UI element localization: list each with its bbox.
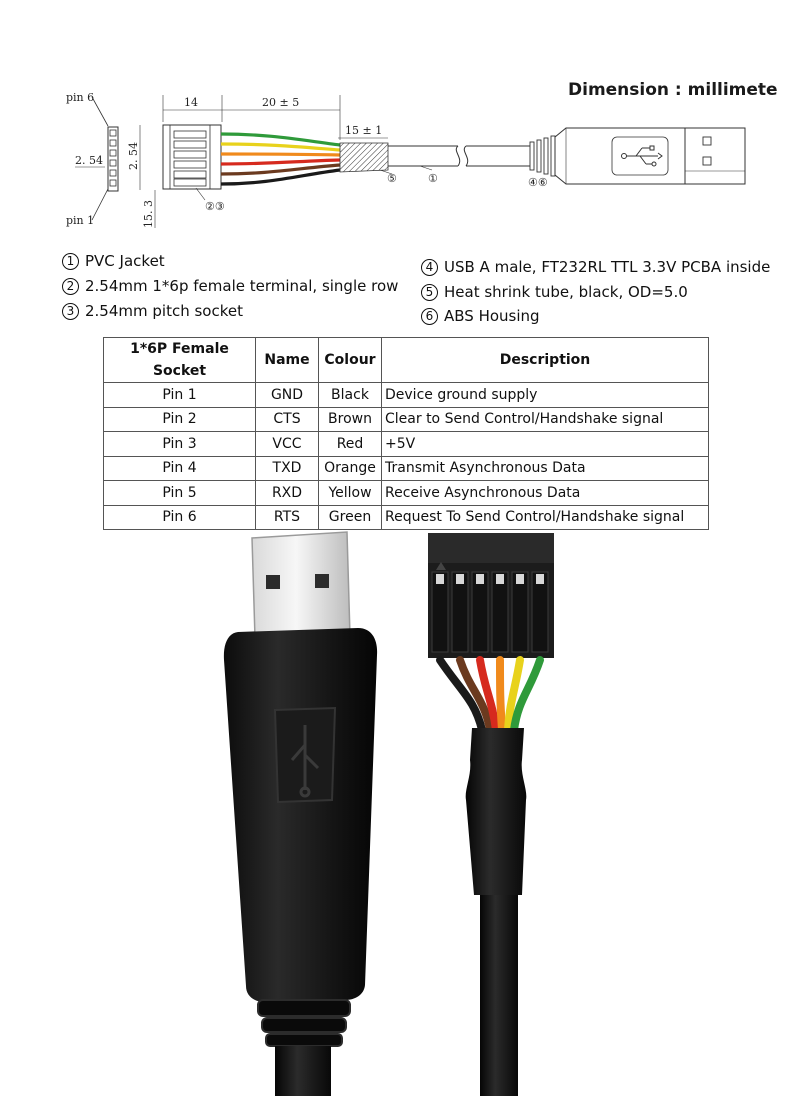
callout-number: 3 [62, 302, 79, 320]
pin6-label: pin 6 [66, 91, 94, 104]
cell-name: GND [255, 382, 319, 408]
table-row: Pin 2 CTS Brown Clear to Send Control/Ha… [103, 406, 709, 432]
usb-housing [223, 628, 378, 1096]
female-socket [428, 533, 554, 658]
header-colour: Colour [318, 337, 382, 383]
callout-number: 5 [421, 283, 438, 301]
cell-pin: Pin 4 [103, 455, 256, 481]
callout-number: 1 [62, 252, 79, 270]
cable [480, 895, 518, 1096]
legend-text: USB A male, FT232RL TTL 3.3V PCBA inside [444, 258, 771, 276]
cell-colour: Yellow [318, 480, 382, 506]
callout-1-label: ① [428, 172, 438, 185]
dimension-drawing: pin 6 pin 1 2. 54 2. 54 15. 3 14 20 ± 5 … [66, 91, 746, 228]
cell-pin: Pin 3 [103, 431, 256, 457]
legend-text: 2.54mm pitch socket [85, 302, 243, 320]
callout-number: 6 [421, 307, 438, 325]
cell-description: Receive Asynchronous Data [381, 480, 709, 506]
dimension-title: Dimension : millimete [568, 80, 778, 100]
cell-description: Transmit Asynchronous Data [381, 455, 709, 481]
dim-14-label: 14 [184, 96, 198, 109]
cell-name: RTS [255, 504, 319, 530]
table-row: Pin 5 RXD Yellow Receive Asynchronous Da… [103, 480, 709, 506]
usb-logo-icon [290, 725, 320, 798]
cell-name: TXD [255, 455, 319, 481]
height-label: 15. 3 [142, 200, 155, 228]
pinout-table: 1*6P Female Socket Name Colour Descripti… [103, 337, 709, 530]
cell-name: VCC [255, 431, 319, 457]
cell-description: Request To Send Control/Handshake signal [381, 504, 709, 530]
callout-number: 2 [62, 277, 79, 295]
cell-colour: Black [318, 382, 382, 408]
legend-item-abs-housing: 6 ABS Housing [421, 307, 540, 325]
cell-colour: Orange [318, 455, 382, 481]
heat-shrink-tube [465, 728, 527, 895]
callout-number: 4 [421, 258, 438, 276]
cell-description: Device ground supply [381, 382, 709, 408]
table-row: Pin 3 VCC Red +5V [103, 431, 709, 457]
pin1-label: pin 1 [66, 214, 94, 227]
wires [436, 656, 544, 734]
cell-colour: Brown [318, 406, 382, 432]
cell-pin: Pin 6 [103, 504, 256, 530]
legend-item-female-terminal: 2 2.54mm 1*6p female terminal, single ro… [62, 277, 398, 295]
table-row: Pin 1 GND Black Device ground supply [103, 382, 709, 408]
table-header-row: 1*6P Female Socket Name Colour Descripti… [103, 337, 709, 383]
pitch-vertical-label: 2. 54 [127, 142, 140, 170]
cell-colour: Red [318, 431, 382, 457]
cell-description: Clear to Send Control/Handshake signal [381, 406, 709, 432]
callout-46-label: ④⑥ [528, 176, 548, 189]
table-row: Pin 6 RTS Green Request To Send Control/… [103, 504, 709, 530]
legend-item-usb-a-male: 4 USB A male, FT232RL TTL 3.3V PCBA insi… [421, 258, 770, 276]
cell-description: +5V [381, 431, 709, 457]
cell-pin: Pin 2 [103, 406, 256, 432]
cell-pin: Pin 5 [103, 480, 256, 506]
legend-text: ABS Housing [444, 307, 540, 325]
table-row: Pin 4 TXD Orange Transmit Asynchronous D… [103, 455, 709, 481]
header-name: Name [255, 337, 319, 383]
cell-name: CTS [255, 406, 319, 432]
legend-text: 2.54mm 1*6p female terminal, single row [85, 277, 399, 295]
legend-item-pvc-jacket: 1 PVC Jacket [62, 252, 165, 270]
pitch-left-label: 2. 54 [75, 154, 103, 167]
legend-item-pitch-socket: 3 2.54mm pitch socket [62, 302, 243, 320]
product-photo [223, 531, 554, 1096]
usb-plug [251, 531, 351, 639]
header-socket: 1*6P Female Socket [103, 337, 256, 383]
callout-23-label: ②③ [205, 200, 225, 213]
dim-20-label: 20 ± 5 [262, 96, 299, 109]
cell-pin: Pin 1 [103, 382, 256, 408]
header-description: Description [381, 337, 709, 383]
cell-name: RXD [255, 480, 319, 506]
legend-text: PVC Jacket [85, 252, 165, 270]
dim-15-label: 15 ± 1 [345, 124, 382, 137]
callout-5-label: ⑤ [387, 172, 397, 185]
legend-text: Heat shrink tube, black, OD=5.0 [444, 283, 688, 301]
legend-item-heat-shrink: 5 Heat shrink tube, black, OD=5.0 [421, 283, 688, 301]
